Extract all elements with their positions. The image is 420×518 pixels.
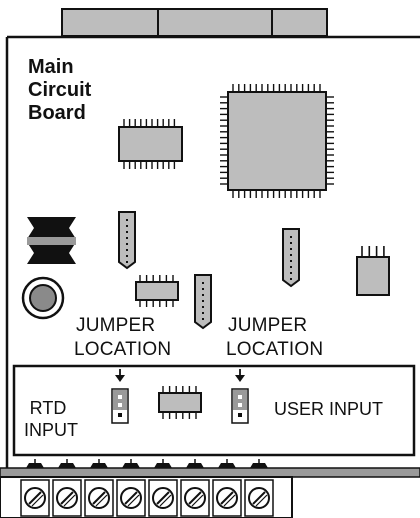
board-title: Main Circuit Board (28, 56, 91, 125)
jumper-arrow-left (115, 369, 125, 382)
top-connector (61, 8, 328, 37)
rtd-input-line-2: INPUT (24, 420, 78, 440)
board-title-line-1: Main (28, 56, 74, 78)
jumper-arrow-right (235, 369, 245, 382)
board-title-line-2: Circuit (28, 79, 92, 101)
vertical-connector-3 (282, 228, 300, 288)
rtd-input-line-1: RTD (29, 398, 67, 418)
jumper-left-label-2: LOCATION (74, 339, 172, 360)
terminal-block (0, 459, 420, 518)
jumper-left (111, 388, 129, 424)
input-ic-chip (158, 386, 202, 419)
input-panel (12, 364, 416, 457)
board-title-line-3: Board (28, 102, 86, 124)
vertical-connector-1 (118, 211, 136, 270)
main-processor-chip (220, 84, 334, 198)
jumper-location-left: JUMPER LOCATION (74, 314, 171, 362)
jumper-right (231, 388, 249, 424)
round-component (21, 276, 65, 320)
small-chip-middle (135, 275, 179, 307)
jumper-right-label-2: LOCATION (226, 339, 324, 360)
vertical-connector-2 (194, 274, 212, 330)
jumper-left-label-1: JUMPER (76, 315, 156, 336)
jumper-location-right: JUMPER LOCATION (226, 314, 323, 362)
small-ic-chip (118, 119, 183, 169)
jumper-right-label-1: JUMPER (228, 315, 308, 336)
user-input-label: USER INPUT (274, 399, 384, 419)
board-outline (5, 35, 420, 470)
rtd-input-label: RTD INPUT (24, 397, 78, 441)
inductor-component (27, 217, 76, 264)
pin-header-right (356, 246, 390, 296)
